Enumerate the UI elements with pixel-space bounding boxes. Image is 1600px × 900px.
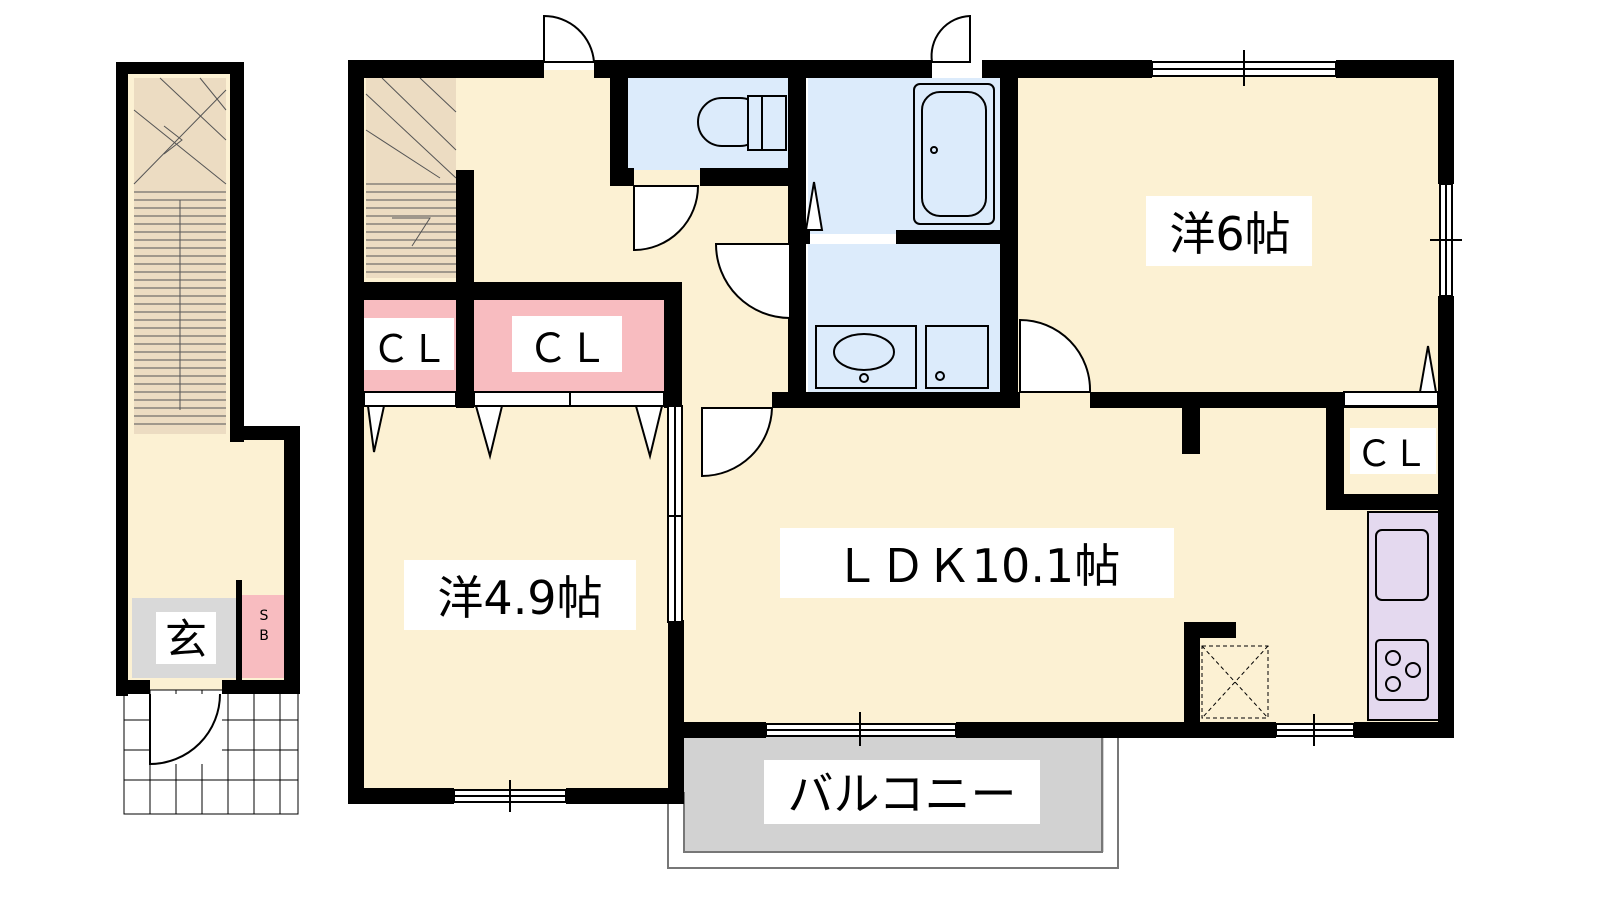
genkan-label: 玄 (165, 615, 207, 664)
stairs-left (133, 77, 227, 434)
closet-c-label: ＣＬ (1356, 434, 1428, 475)
doors (543, 14, 1092, 478)
balcony-label: バルコニー (787, 767, 1016, 821)
door-top-bath (930, 14, 971, 63)
closet-b-label: ＣＬ (528, 326, 608, 372)
balcony-outline (667, 738, 1119, 869)
toilet-fixture (697, 95, 787, 151)
walls (116, 60, 1454, 804)
ldk-label: ＬＤＫ10.1帖 (834, 539, 1120, 593)
room-6-label: 洋6帖 (1169, 207, 1290, 261)
washbasin-fixture (815, 325, 989, 389)
shoe-box-label-s: S (260, 608, 269, 624)
entry-porch (123, 689, 299, 815)
door-room6 (1019, 318, 1092, 393)
sliding-partition (667, 405, 683, 623)
bathtub-fixture (913, 83, 995, 225)
room-49-label: 洋4.9帖 (437, 571, 602, 625)
fridge-space (1201, 645, 1269, 719)
door-ldk (701, 407, 774, 478)
door-washroom (714, 243, 791, 320)
door-top-hall (543, 14, 596, 63)
door-toilet (633, 185, 700, 252)
stairs-right (365, 77, 457, 278)
closet-a-label: ＣＬ (372, 327, 448, 371)
kitchen-fixtures (1375, 529, 1429, 701)
shoe-box-label-b: B (259, 628, 269, 644)
shoe-box (242, 595, 286, 678)
windows (453, 50, 1462, 812)
closet-doors (363, 181, 1439, 460)
